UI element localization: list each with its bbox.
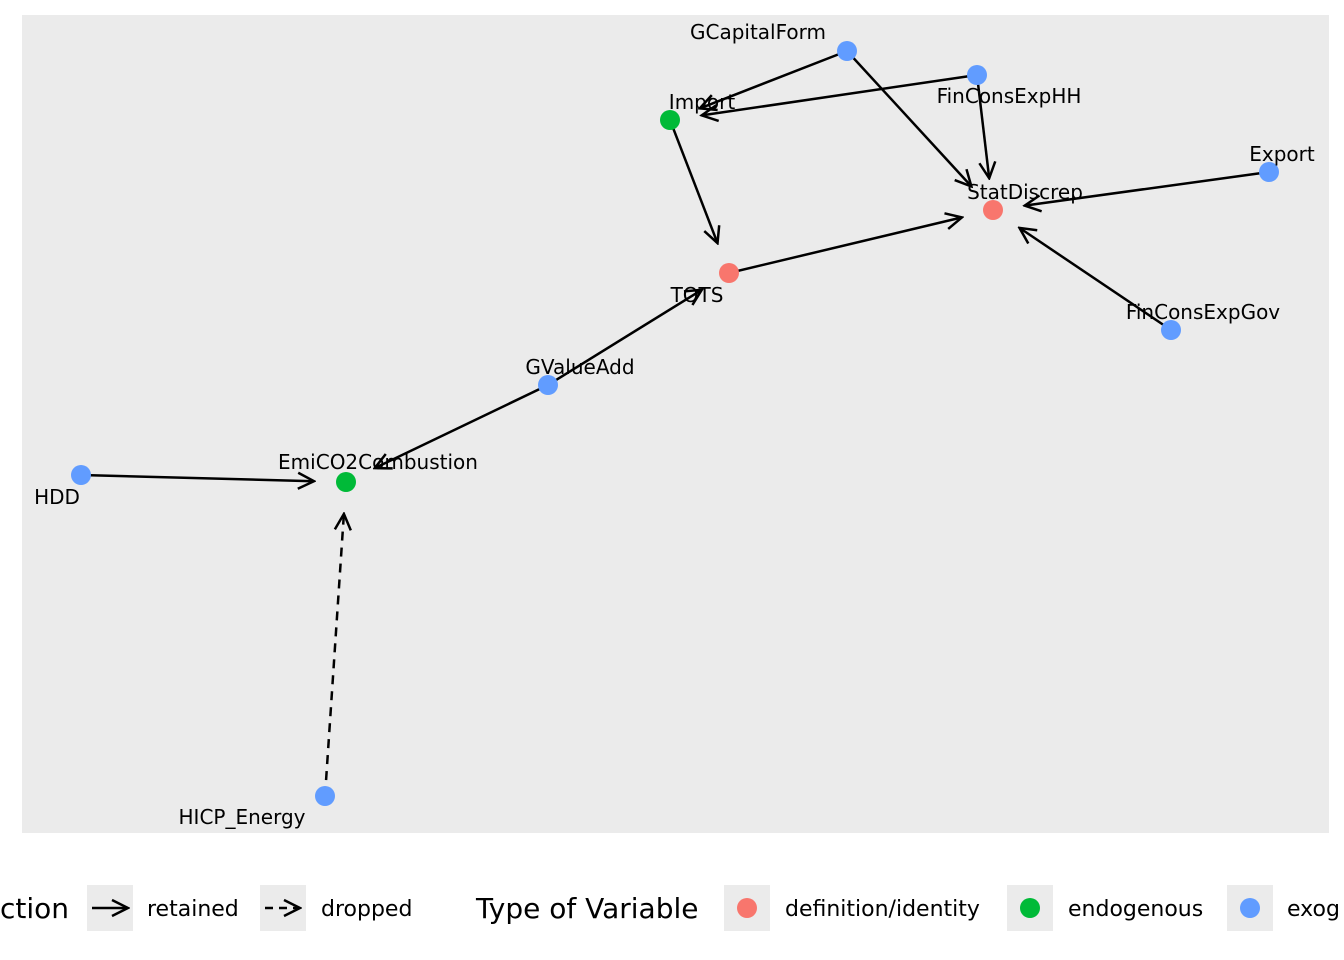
legend-type-title: Type of Variable bbox=[475, 892, 698, 925]
legend-label-definition: definition/identity bbox=[785, 897, 980, 922]
edge-finconsexphh-to-import bbox=[702, 73, 978, 115]
edge-gcapitalform-to-statdiscrep bbox=[846, 50, 971, 186]
legend-item-endogenous: endogenous bbox=[1007, 885, 1203, 931]
edge-tots-to-statdiscrep bbox=[728, 217, 962, 275]
edge-layer bbox=[80, 49, 1270, 797]
edge-finconsexpgov-to-statdiscrep bbox=[1020, 228, 1172, 332]
edge-gvalueadd-to-tots bbox=[547, 290, 702, 387]
node-layer bbox=[71, 41, 1279, 806]
legend-item-retained: retained bbox=[87, 885, 239, 931]
node-label-hdd: HDD bbox=[34, 485, 80, 509]
node-finconsexphh bbox=[967, 65, 987, 85]
edge-gcapitalform-to-import bbox=[700, 49, 848, 108]
edge-hdd-to-emico2combustion bbox=[80, 475, 314, 481]
legend-label-exogenous: exog bbox=[1287, 897, 1340, 922]
node-gvalueadd bbox=[538, 375, 558, 395]
legend-definition-dot-icon bbox=[737, 898, 757, 918]
edge-export-to-statdiscrep bbox=[1025, 170, 1270, 206]
legend-item-dropped: dropped bbox=[260, 885, 412, 931]
node-label-export: Export bbox=[1249, 142, 1315, 166]
edge-finconsexphh-to-statdiscrep bbox=[975, 74, 989, 178]
node-export bbox=[1259, 162, 1279, 182]
node-tots bbox=[719, 263, 739, 283]
legend-label-dropped: dropped bbox=[321, 897, 412, 922]
node-label-hicp_energy: HICP_Energy bbox=[179, 805, 306, 829]
legend-item-definition: definition/identity bbox=[724, 885, 980, 931]
legend-endogenous-dot-icon bbox=[1020, 898, 1040, 918]
legend-exogenous-dot-icon bbox=[1240, 898, 1260, 918]
node-label-statdiscrep: StatDiscrep bbox=[967, 180, 1083, 204]
legend-item-exogenous: exog bbox=[1227, 885, 1340, 931]
node-finconsexpgov bbox=[1161, 320, 1181, 340]
node-import bbox=[660, 110, 680, 130]
node-hicp_energy bbox=[315, 786, 335, 806]
edge-import-to-tots bbox=[668, 119, 718, 243]
legend-label-endogenous: endogenous bbox=[1068, 897, 1203, 922]
plot-panel bbox=[22, 15, 1329, 833]
node-label-finconsexphh: FinConsExpHH bbox=[937, 84, 1082, 108]
legend-edge-title: ction bbox=[0, 892, 69, 925]
node-label-tots: TOTS bbox=[670, 283, 724, 307]
legend: ction retained dropped Type of Variable … bbox=[0, 885, 1340, 931]
node-label-gcapitalform: GCapitalForm bbox=[690, 20, 826, 44]
node-label-finconsexpgov: FinConsExpGov bbox=[1126, 300, 1280, 324]
legend-label-retained: retained bbox=[147, 897, 239, 922]
node-gcapitalform bbox=[837, 41, 857, 61]
node-hdd bbox=[71, 465, 91, 485]
node-statdiscrep bbox=[983, 200, 1003, 220]
edge-gvalueadd-to-emico2combustion bbox=[375, 383, 549, 468]
node-emico2combustion bbox=[336, 472, 356, 492]
node-label-gvalueadd: GValueAdd bbox=[525, 355, 634, 379]
node-label-import: Import bbox=[669, 90, 736, 114]
node-label-emico2combustion: EmiCO2Combustion bbox=[278, 450, 478, 474]
